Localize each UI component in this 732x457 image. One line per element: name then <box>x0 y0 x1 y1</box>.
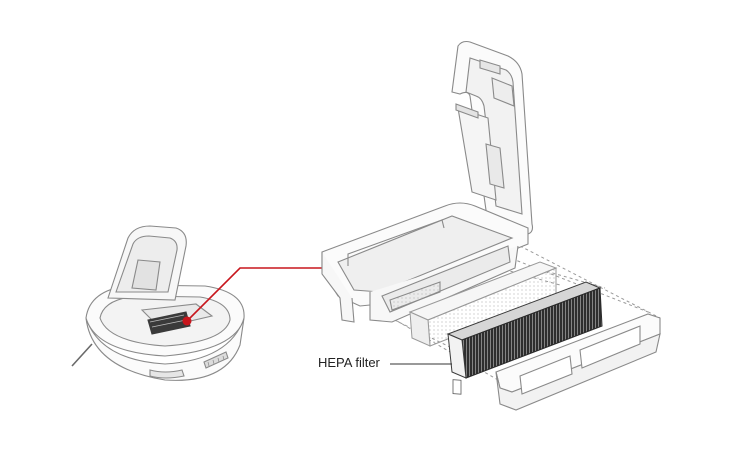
robot-vacuum <box>71 225 245 381</box>
hepa-filter-label: HEPA filter <box>318 355 380 370</box>
side-brush <box>71 343 93 367</box>
dust-bin-with-open-lid <box>321 40 534 323</box>
pre-filter-mesh <box>408 261 558 347</box>
hepa-filter-cartridge <box>446 281 603 395</box>
location-highlight <box>182 267 322 326</box>
filter-cover-frame <box>495 313 661 411</box>
hepa-end-cap <box>447 333 467 379</box>
highlight-leader-line <box>186 267 322 322</box>
robot-hepa-slot <box>147 311 191 335</box>
